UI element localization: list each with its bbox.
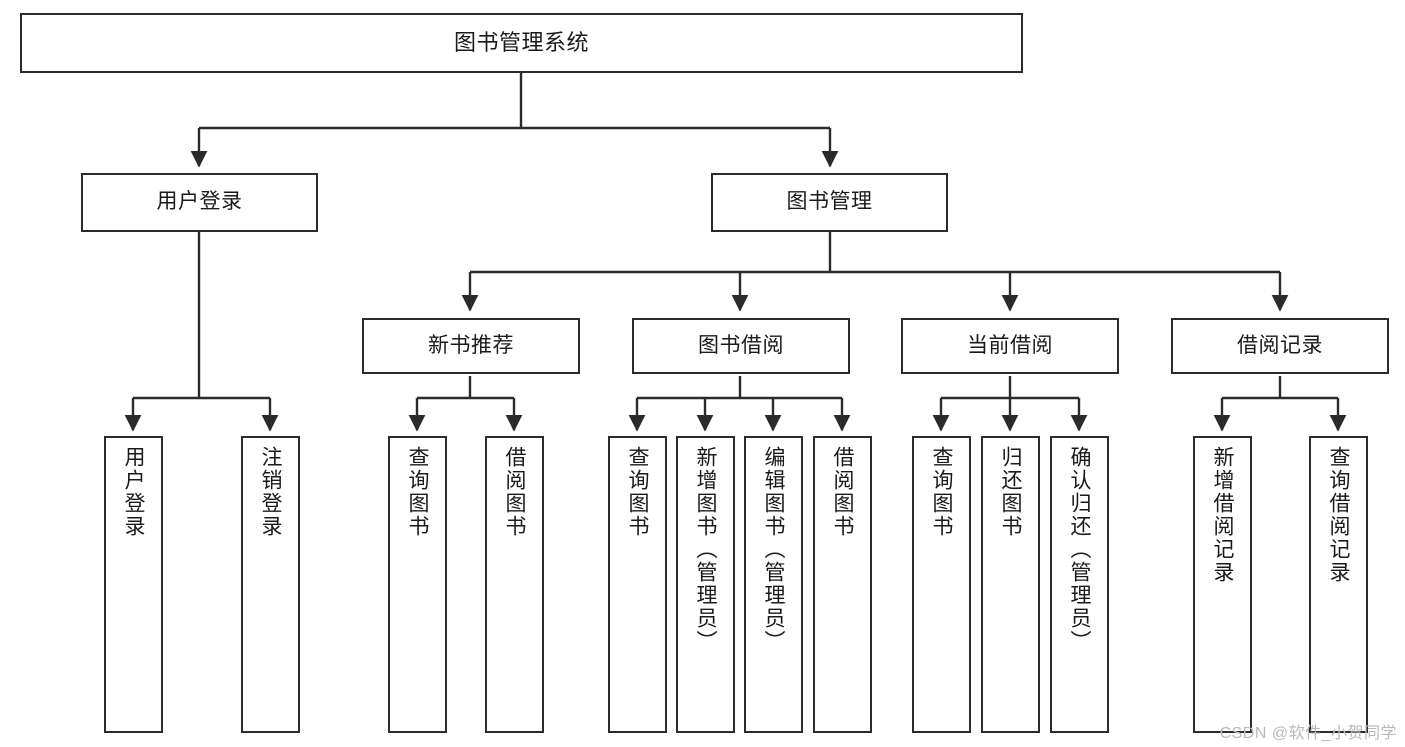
leaf-borrow-record-0[interactable]: 新增借阅记录 (1193, 436, 1252, 733)
node-book-borrow[interactable]: 图书借阅 (632, 318, 850, 374)
leaf-book-borrow-0[interactable]: 查询图书 (608, 436, 667, 733)
leaf-new-book-1-label: 借阅图书 (503, 446, 526, 538)
leaf-new-book-0-label: 查询图书 (406, 446, 429, 538)
leaf-new-book-1[interactable]: 借阅图书 (485, 436, 544, 733)
node-user-login-label: 用户登录 (156, 190, 243, 214)
node-book-management-label: 图书管理 (786, 190, 873, 214)
node-root-label: 图书管理系统 (453, 30, 589, 56)
leaf-book-borrow-1[interactable]: 新增图书（管理员） (676, 436, 735, 733)
leaf-user-login-0[interactable]: 用户登录 (104, 436, 163, 733)
leaf-book-borrow-3[interactable]: 借阅图书 (813, 436, 872, 733)
leaf-user-login-1-label: 注销登录 (259, 446, 282, 538)
node-current-borrow[interactable]: 当前借阅 (901, 318, 1119, 374)
leaf-book-borrow-0-label: 查询图书 (626, 446, 649, 538)
leaf-current-borrow-2[interactable]: 确认归还（管理员） (1050, 436, 1109, 733)
node-new-book-recommend[interactable]: 新书推荐 (362, 318, 580, 374)
node-book-management[interactable]: 图书管理 (711, 173, 948, 232)
leaf-new-book-0[interactable]: 查询图书 (388, 436, 447, 733)
node-book-borrow-label: 图书借阅 (698, 333, 784, 357)
leaf-current-borrow-0[interactable]: 查询图书 (912, 436, 971, 733)
leaf-user-login-1[interactable]: 注销登录 (241, 436, 300, 733)
leaf-current-borrow-1-label: 归还图书 (999, 446, 1022, 538)
leaf-current-borrow-1[interactable]: 归还图书 (981, 436, 1040, 733)
leaf-book-borrow-3-label: 借阅图书 (831, 446, 854, 538)
leaf-borrow-record-1-label: 查询借阅记录 (1327, 446, 1350, 584)
node-borrow-record[interactable]: 借阅记录 (1171, 318, 1389, 374)
leaf-book-borrow-2[interactable]: 编辑图书（管理员） (744, 436, 803, 733)
leaf-current-borrow-0-label: 查询图书 (930, 446, 953, 538)
leaf-user-login-0-label: 用户登录 (122, 446, 145, 538)
csdn-watermark: CSDN @软件_小贺同学 (1219, 725, 1397, 742)
node-new-book-recommend-label: 新书推荐 (428, 333, 514, 357)
leaf-book-borrow-1-label: 新增图书（管理员） (694, 446, 717, 653)
leaf-current-borrow-2-label: 确认归还（管理员） (1068, 446, 1091, 653)
leaf-book-borrow-2-label: 编辑图书（管理员） (762, 446, 785, 653)
node-root[interactable]: 图书管理系统 (20, 13, 1023, 73)
node-current-borrow-label: 当前借阅 (967, 333, 1053, 357)
node-borrow-record-label: 借阅记录 (1237, 333, 1323, 357)
leaf-borrow-record-1[interactable]: 查询借阅记录 (1309, 436, 1368, 733)
leaf-borrow-record-0-label: 新增借阅记录 (1211, 446, 1234, 584)
node-user-login[interactable]: 用户登录 (81, 173, 318, 232)
